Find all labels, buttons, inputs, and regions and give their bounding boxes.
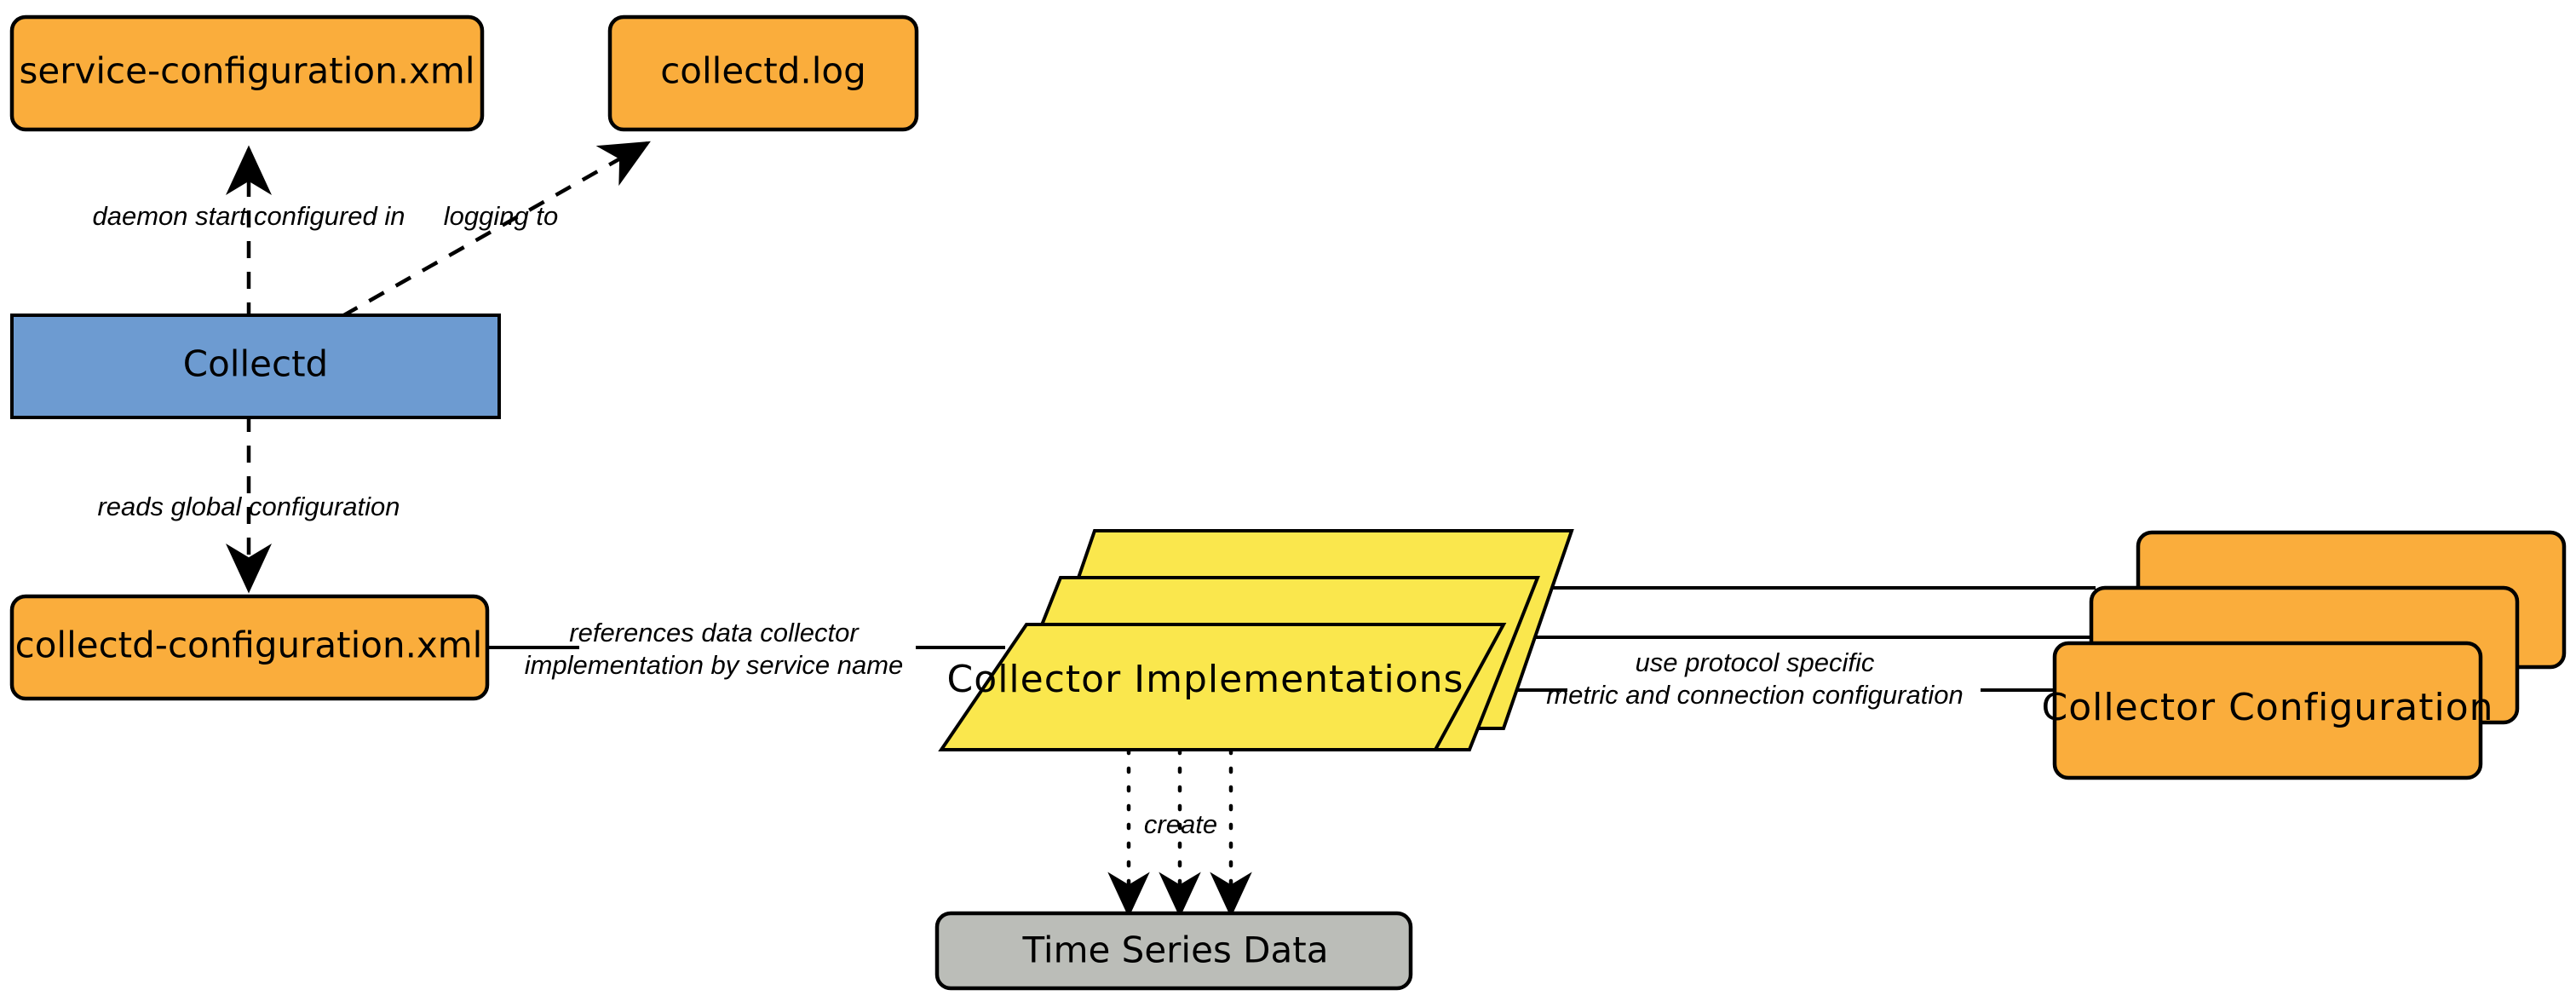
node-collectd-log[interactable]: collectd.log: [607, 14, 919, 132]
collector-configuration-label: Collector Configuration: [2042, 686, 2494, 729]
logging-to-line: [341, 141, 651, 318]
create-label: create: [1144, 809, 1217, 839]
reads-global-configuration-label: reads global configuration: [97, 492, 400, 521]
collector-implementations-label: Collector Implementations: [947, 658, 1464, 701]
service-configuration-xml-shape[interactable]: [9, 14, 485, 132]
time-series-data-label: Time Series Data: [1022, 929, 1329, 971]
protocol-label-line1: use protocol specific: [1636, 647, 1875, 677]
node-time-series-data[interactable]: Time Series Data: [934, 911, 1413, 991]
collectd-label: Collectd: [183, 343, 328, 385]
protocol-label-line2: metric and connection configuration: [1546, 680, 1963, 710]
node-collectd[interactable]: Collectd: [10, 314, 501, 419]
collectd-configuration-xml-label: collectd-configuration.xml: [15, 624, 483, 666]
collectd-log-label: collectd.log: [660, 50, 866, 92]
service-configuration-xml-label: service-configuration.xml: [20, 50, 475, 92]
node-collector-configuration[interactable]: Collector Configuration: [2042, 530, 2567, 780]
references-label-line1: references data collector: [569, 618, 860, 647]
collector-configuration-shape-front[interactable]: [2052, 641, 2483, 780]
edge-references-data-collector: references data collector implementation…: [487, 618, 1005, 680]
daemon-start-label: daemon start configured in: [92, 201, 405, 231]
collectd-configuration-xml-shape[interactable]: [9, 594, 490, 701]
edge-use-protocol-specific: use protocol specific metric and connect…: [1474, 586, 2134, 710]
node-collectd-configuration-xml[interactable]: collectd-configuration.xml: [9, 594, 490, 701]
edge-reads-global-configuration: reads global configuration: [97, 415, 400, 594]
time-series-data-shape[interactable]: [934, 911, 1413, 991]
collectd-log-shape[interactable]: [607, 14, 919, 132]
collector-implementations-shape-front[interactable]: [938, 623, 1507, 751]
edge-daemon-start: daemon start configured in: [92, 145, 405, 319]
edge-logging-to: logging to: [341, 141, 651, 318]
references-label-line2: implementation by service name: [525, 650, 904, 680]
logging-to-label: logging to: [444, 201, 558, 231]
node-service-configuration-xml[interactable]: service-configuration.xml: [9, 14, 485, 132]
node-collector-implementations[interactable]: Collector Implementations: [938, 529, 1574, 751]
edge-create: create: [1107, 747, 1252, 918]
collectd-shape[interactable]: [10, 314, 501, 419]
